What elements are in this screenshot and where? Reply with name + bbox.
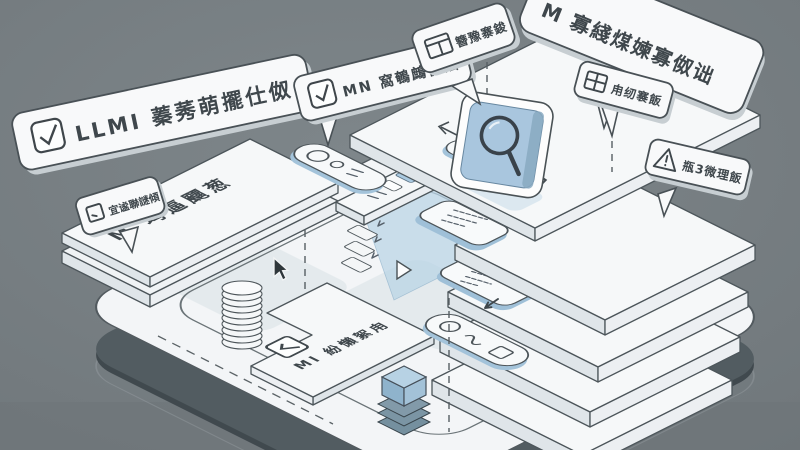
chip-arrow-mark — [374, 236, 382, 243]
layer4-side — [431, 379, 574, 450]
search-icon — [479, 115, 521, 177]
grid-icon — [583, 70, 609, 94]
circle-icon — [439, 321, 461, 332]
pill-tools — [422, 313, 530, 371]
floor-plate: MI 紛懶絮甪 — [250, 282, 435, 406]
small-arrow-icon — [484, 298, 499, 309]
list-chip — [344, 241, 375, 257]
chip-arrow-mark — [371, 252, 379, 259]
pseudo-glyphs — [345, 168, 365, 178]
chip-column — [341, 220, 385, 273]
layer1-side — [604, 244, 756, 336]
layer-stack — [415, 169, 756, 450]
search-tile — [450, 91, 554, 199]
wave-icon — [464, 334, 482, 346]
square-icon — [488, 346, 514, 359]
layer2-side — [597, 291, 749, 383]
cursor-icon — [273, 256, 290, 281]
circle-icon — [306, 150, 330, 162]
lower-slab-side — [149, 200, 339, 308]
floor-dashed-path — [157, 335, 334, 425]
callout-alert: 瓶3微理飯 — [644, 138, 753, 219]
pseudo-glyphs — [440, 209, 489, 228]
circle-icon — [329, 160, 345, 169]
list-chip — [341, 257, 372, 273]
pill-status — [290, 143, 387, 194]
checkbox-icon — [30, 117, 66, 154]
play-icon — [396, 259, 413, 281]
warning-triangle-icon — [652, 148, 677, 173]
left-slab-side — [149, 182, 339, 288]
callout-modules: 甪纫褰飯 — [573, 60, 676, 139]
coin-stack — [221, 280, 263, 350]
checkbox-icon — [265, 336, 309, 358]
callout-headline: M 寡綫煤媡寡伮诎 — [519, 0, 765, 131]
cube — [380, 365, 428, 407]
window-icon — [423, 32, 454, 60]
callout-top: 簪豫寨鋑 — [411, 2, 520, 106]
pseudo-glyphs — [366, 190, 388, 200]
list-chip — [347, 225, 378, 241]
layer3-side — [589, 336, 741, 428]
checkbox-icon — [307, 78, 338, 109]
callout-note: 宜谧聯謎傾 — [75, 176, 169, 255]
chip-arrow-mark — [377, 220, 385, 227]
tag-icon — [85, 203, 106, 223]
layer4-side — [590, 379, 733, 450]
